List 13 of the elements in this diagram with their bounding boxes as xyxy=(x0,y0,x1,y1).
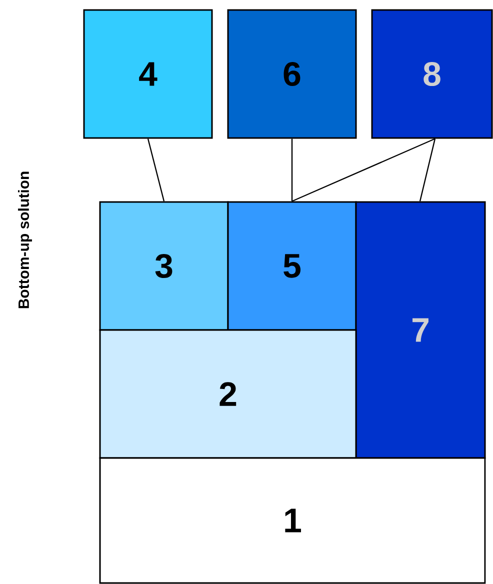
number-box: 6 xyxy=(227,9,357,139)
number-box: 8 xyxy=(371,9,493,139)
connector-line xyxy=(147,138,165,202)
number-box: 1 xyxy=(99,457,486,584)
number-box: 2 xyxy=(99,329,357,459)
connector-line xyxy=(419,138,436,202)
number-box: 3 xyxy=(99,201,229,331)
number-box: 5 xyxy=(227,201,357,331)
connector-line xyxy=(291,138,293,202)
number-box: 4 xyxy=(83,9,213,139)
connector-line xyxy=(292,138,436,202)
side-label: Bottom-up solution xyxy=(18,172,32,308)
number-box: 7 xyxy=(355,201,486,459)
